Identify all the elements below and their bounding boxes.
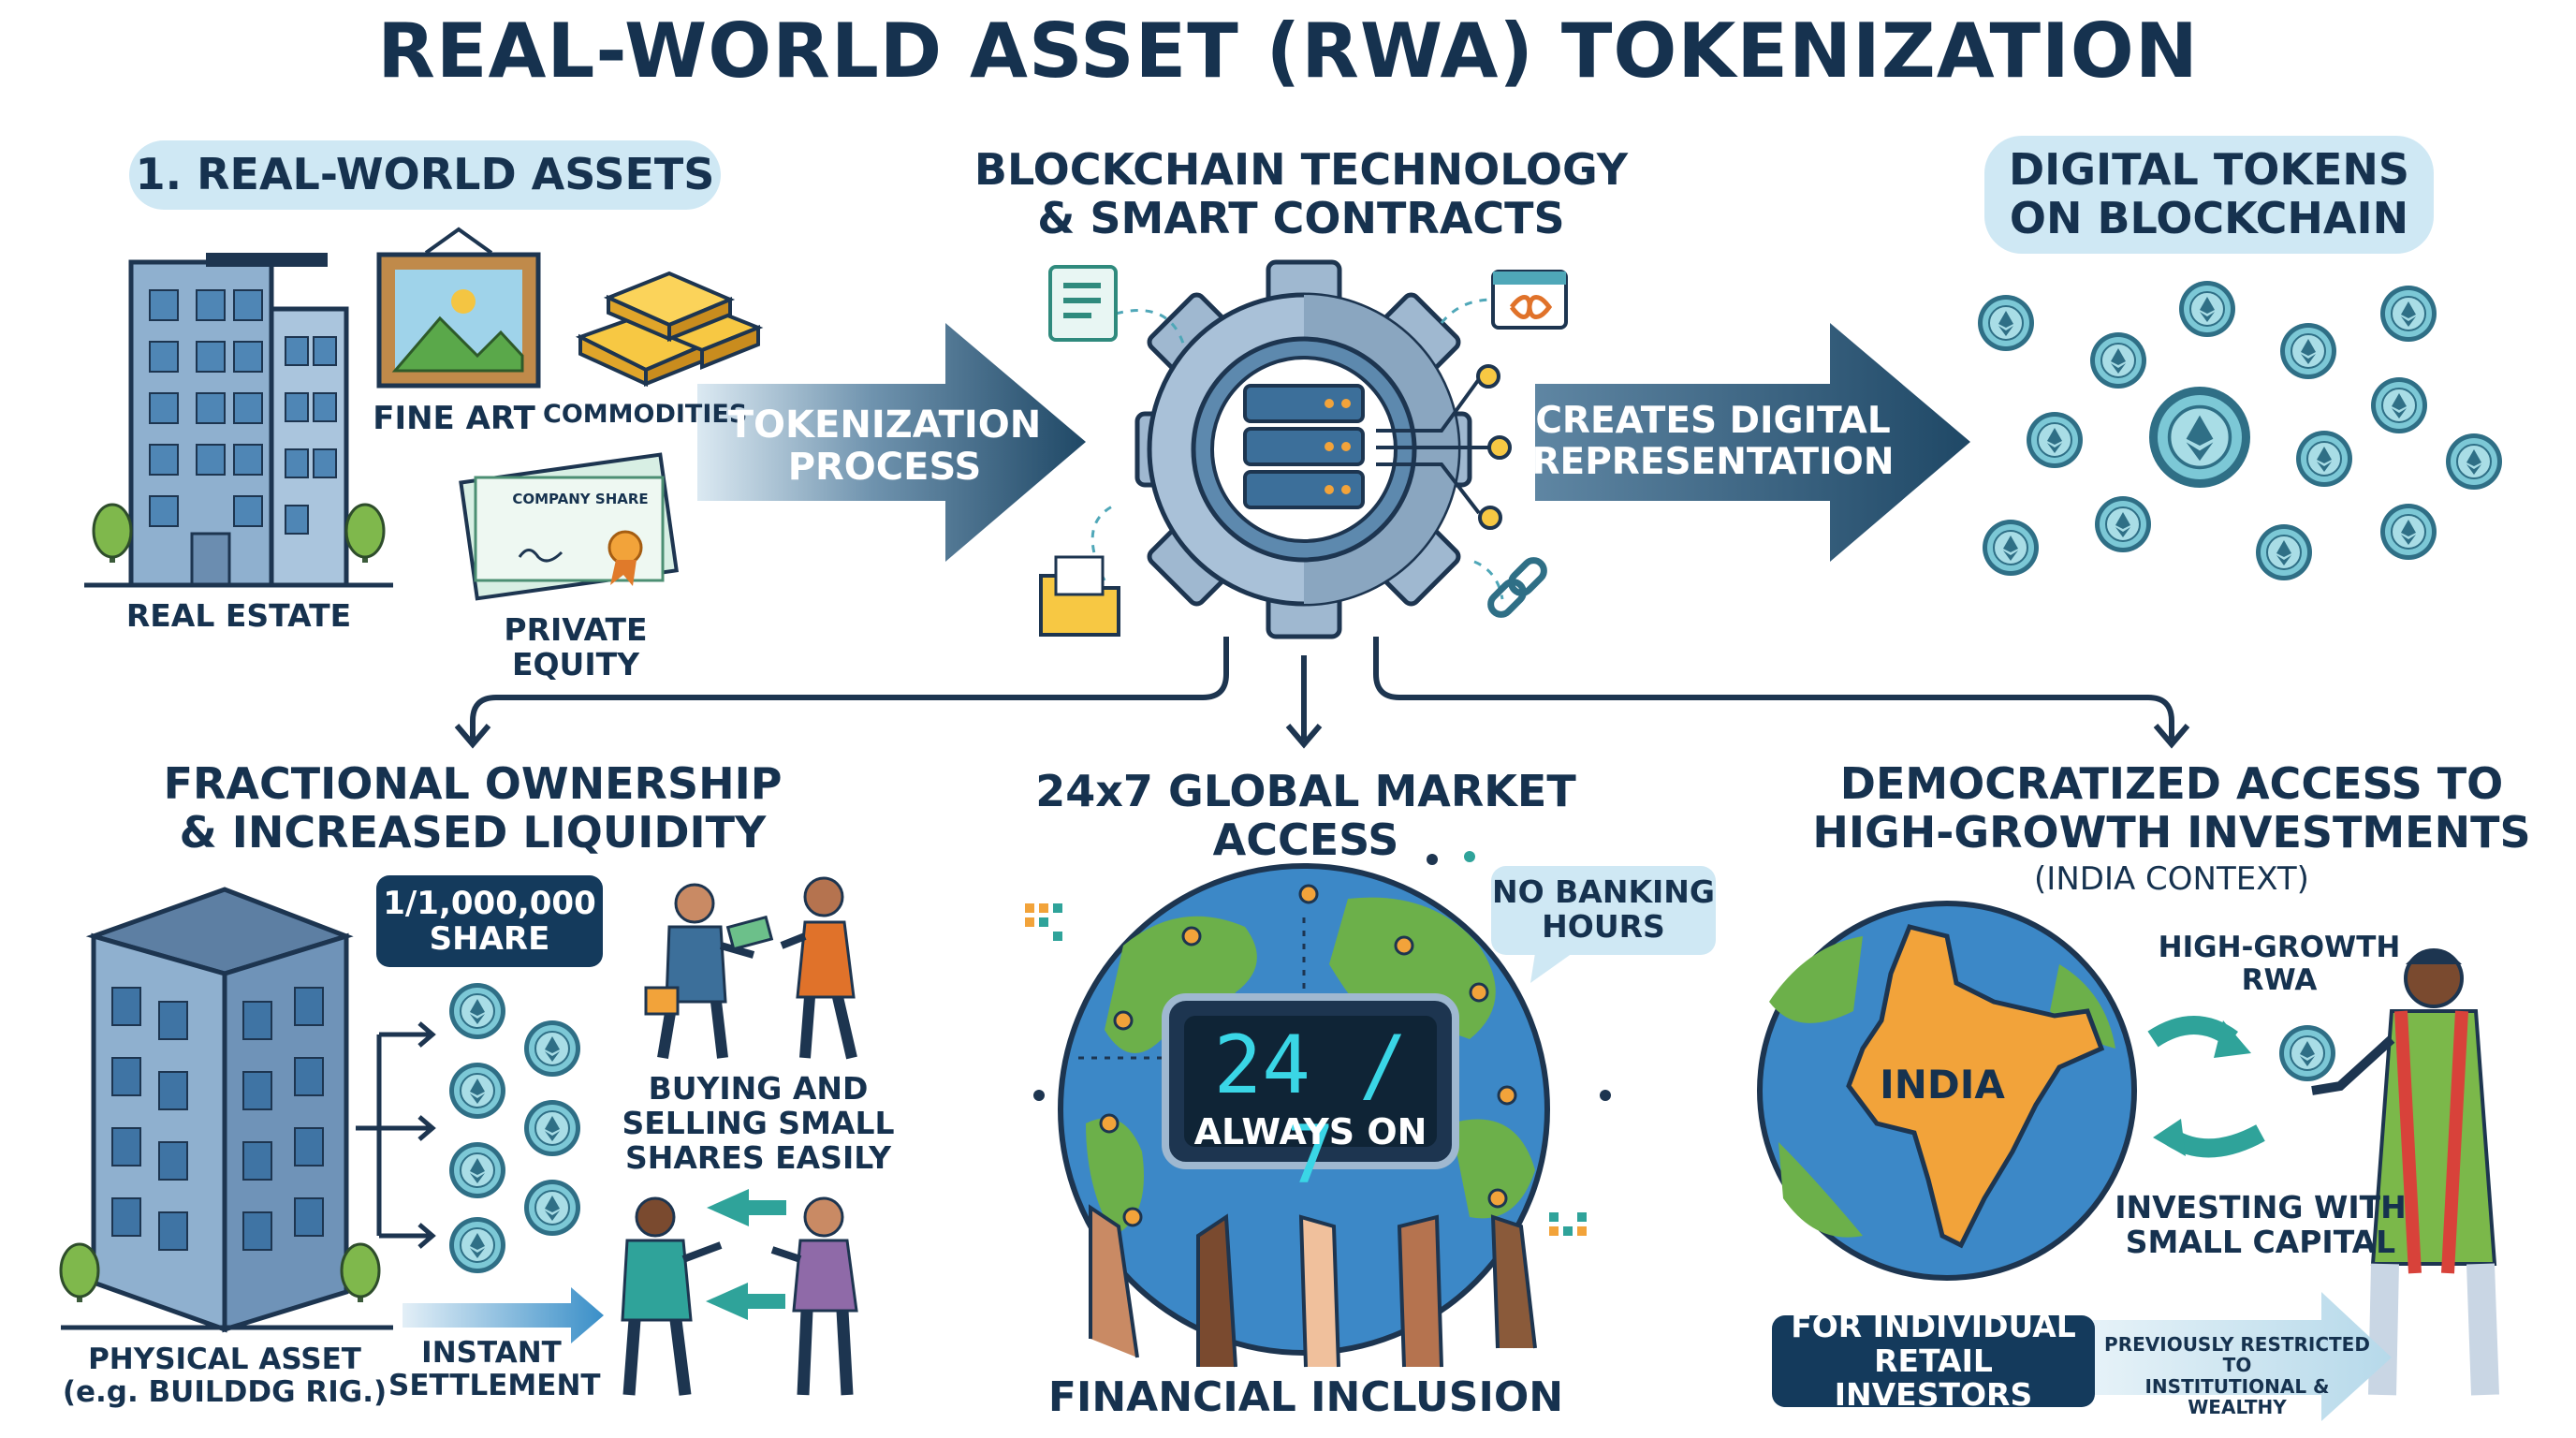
restricted-label: PREVIOUSLY RESTRICTED TO INSTITUTIONAL &… — [2104, 1333, 2370, 1419]
physical-asset-label: PHYSICAL ASSET (e.g. BUILDDG RIG.) — [62, 1343, 388, 1409]
india-cycle-arrows — [2147, 1016, 2265, 1158]
no-banking-hours-label: NO BANKING HOURS — [1491, 873, 1716, 945]
blockchain-gear-illustration — [1039, 259, 1568, 639]
buying-selling-label: BUYING AND SELLING SMALL SHARES EASILY — [622, 1070, 895, 1176]
instant-settlement-arrow — [402, 1287, 604, 1343]
fine-art-label: FINE ART — [373, 400, 535, 437]
digital-tokens-heading-pill: DIGITAL TOKENS ON BLOCKCHAIN — [1984, 136, 2434, 254]
tokenization-process-label: TOKENIZATION PROCESS — [727, 404, 1042, 489]
global-market-heading: 24x7 GLOBAL MARKET ACCESS — [1035, 766, 1576, 865]
retail-investors-label: FOR INDIVIDUAL RETAIL INVESTORS — [1791, 1307, 2076, 1414]
investor-person-illustration — [2278, 948, 2499, 1396]
creates-digital-representation-arrow — [1535, 323, 1970, 562]
commodities-gold-bars-illustration — [575, 271, 764, 388]
share-fraction-label: 1/1,000,000 SHARE — [383, 884, 596, 958]
investing-small-capital-label: INVESTING WITH SMALL CAPITAL — [2115, 1189, 2407, 1260]
india-globe-illustration — [1757, 901, 2137, 1281]
tokenization-process-arrow — [697, 323, 1086, 562]
always-on-label: ALWAYS ON — [1193, 1111, 1427, 1152]
retail-investors-badge: FOR INDIVIDUAL RETAIL INVESTORS — [1772, 1309, 2095, 1412]
financial-inclusion-label: FINANCIAL INCLUSION — [1047, 1373, 1564, 1421]
real-estate-building-illustration — [84, 253, 393, 588]
india-map-label: INDIA — [1880, 1062, 2005, 1108]
gear-to-benefits-connectors — [454, 637, 2190, 749]
real-estate-label: REAL ESTATE — [125, 597, 352, 634]
digital-tokens-heading: DIGITAL TOKENS ON BLOCKCHAIN — [2008, 144, 2410, 243]
democratized-heading: DEMOCRATIZED ACCESS TO HIGH-GROWTH INVES… — [1812, 758, 2531, 858]
real-world-assets-heading: 1. REAL-WORLD ASSETS — [135, 149, 715, 200]
commodities-label: COMMODITIES — [543, 400, 748, 429]
restricted-arrow — [2092, 1292, 2392, 1421]
private-equity-label: PRIVATE EQUITY — [504, 611, 648, 682]
share-fraction-badge: 1/1,000,000 SHARE — [376, 875, 603, 967]
instant-settlement-label: INSTANT SETTLEMENT — [388, 1336, 601, 1402]
no-banking-hours-bubble — [1491, 866, 1716, 983]
fine-art-frame-illustration — [376, 227, 541, 389]
people-trading-bottom-illustration — [621, 1189, 858, 1396]
digital-token-cluster — [1977, 280, 2503, 581]
certificate-text: COMPANY SHARE — [512, 491, 649, 507]
clock-display: 24 / 7 — [1213, 1019, 1408, 1203]
fraction-token-grid — [448, 982, 581, 1274]
india-context-subheading: (INDIA CONTEXT) — [2034, 860, 2309, 898]
private-equity-certificate-illustration — [459, 452, 679, 601]
globe-illustration — [1025, 851, 1611, 1368]
page-title: REAL-WORLD ASSET (RWA) TOKENIZATION — [377, 7, 2199, 95]
people-trading-top-illustration — [644, 876, 857, 1060]
creates-digital-representation-label: CREATES DIGITAL REPRESENTATION — [1531, 400, 1895, 483]
real-world-assets-heading-pill: 1. REAL-WORLD ASSETS — [129, 140, 721, 210]
fractional-heading: FRACTIONAL OWNERSHIP & INCREASED LIQUIDI… — [163, 758, 783, 858]
high-growth-rwa-label: HIGH-GROWTH RWA — [2158, 931, 2401, 997]
blockchain-heading: BLOCKCHAIN TECHNOLOGY & SMART CONTRACTS — [973, 144, 1629, 243]
fractional-building-illustration — [59, 887, 436, 1333]
